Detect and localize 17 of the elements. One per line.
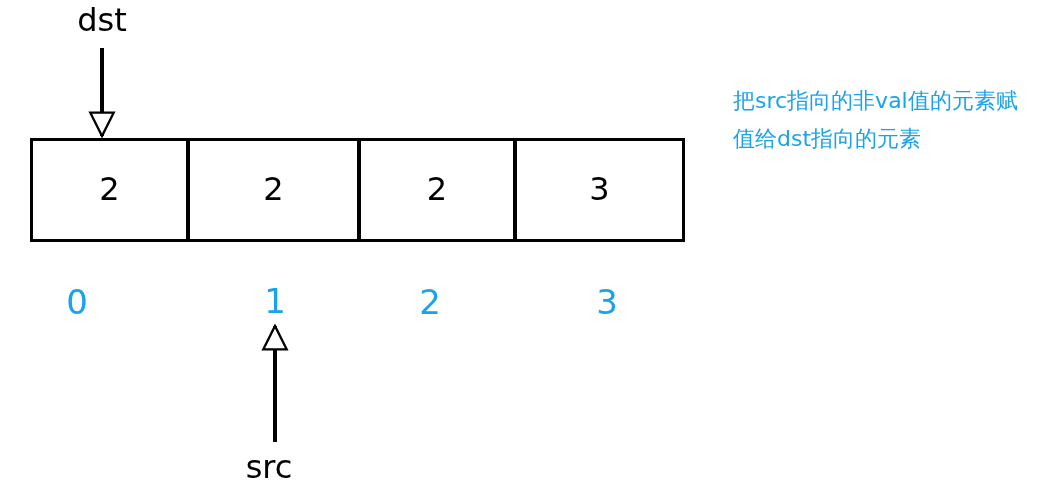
pointer-label: src [240, 448, 298, 486]
cell-value: 2 [426, 172, 448, 208]
array-cell [187, 138, 360, 242]
pointer-label: dst [70, 0, 134, 42]
index-number: 1 [258, 280, 292, 324]
note-text: 把src指向的非val值的元素赋值给dst指向的元素 [733, 87, 1019, 153]
cell-value: 2 [263, 172, 284, 208]
cell-value: 3 [589, 172, 610, 208]
index-number: 2 [418, 281, 442, 324]
arrow [262, 324, 288, 442]
arrow [89, 48, 115, 138]
cell-value: 2 [99, 172, 120, 208]
index-number: 0 [65, 281, 89, 324]
array-cell [30, 138, 189, 242]
array-cell [358, 138, 516, 242]
array-cell [514, 138, 685, 242]
index-number: 3 [595, 281, 619, 324]
